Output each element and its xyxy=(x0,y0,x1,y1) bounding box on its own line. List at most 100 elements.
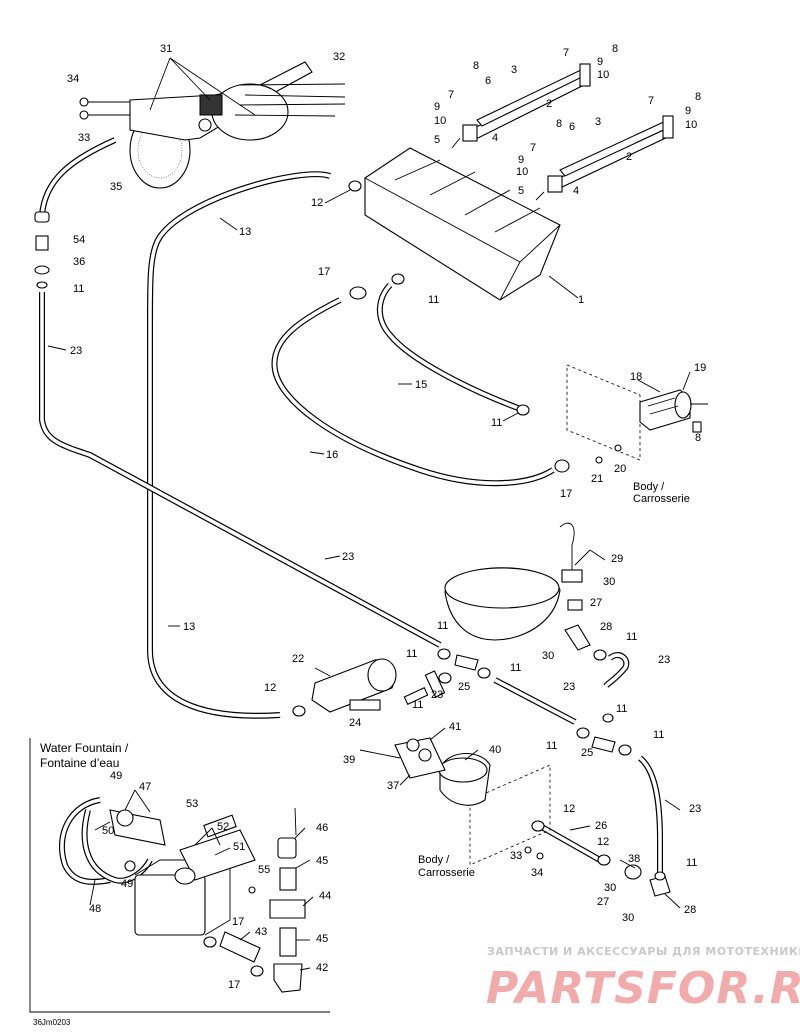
callout-c12c: 12 xyxy=(563,803,575,815)
inset-frame xyxy=(29,738,330,1013)
callout-c1: 1 xyxy=(578,294,584,306)
callout-c17c: 17 xyxy=(232,916,244,928)
callout-c8b: 8 xyxy=(473,60,479,72)
callout-c4a: 4 xyxy=(492,132,498,144)
callout-c11d: 11 xyxy=(437,620,448,632)
callout-c37: 37 xyxy=(387,780,399,792)
callout-c24: 24 xyxy=(349,717,361,729)
callout-c13a: 13 xyxy=(239,226,251,238)
callout-c30c: 30 xyxy=(604,882,616,894)
callout-c38: 38 xyxy=(628,853,640,865)
watermark-tagline: ЗАПЧАСТИ И АКСЕССУАРЫ ДЛЯ МОТОТЕХНИКИ xyxy=(487,945,800,958)
callout-c17b: 17 xyxy=(560,488,572,500)
callout-c46: 46 xyxy=(316,822,328,834)
callout-c34: 34 xyxy=(67,73,79,85)
callout-c23f: 23 xyxy=(689,803,701,815)
callout-c11h: 11 xyxy=(412,699,423,711)
callout-c25b: 25 xyxy=(581,747,593,759)
callout-c23d: 23 xyxy=(563,681,575,693)
callout-c10d: 10 xyxy=(516,166,528,178)
callout-c11k: 11 xyxy=(546,740,557,752)
callout-c30d: 30 xyxy=(622,912,634,924)
callout-c53: 53 xyxy=(186,798,198,810)
callout-c40: 40 xyxy=(489,744,501,756)
callout-c49b: 49 xyxy=(121,878,133,890)
callout-c31: 31 xyxy=(160,43,172,55)
callout-c28a: 28 xyxy=(600,621,612,633)
callout-c43: 43 xyxy=(255,926,267,938)
callout-c29: 29 xyxy=(611,553,623,565)
callout-c20: 20 xyxy=(614,463,626,475)
callout-c11j: 11 xyxy=(653,729,664,741)
callout-c11g: 11 xyxy=(510,662,521,674)
hoses xyxy=(39,137,663,885)
callout-c27a: 27 xyxy=(590,597,602,609)
watermark-brand: PARTSFOR.RU xyxy=(486,963,800,1014)
callout-c17a: 17 xyxy=(318,266,330,278)
callout-c7d: 7 xyxy=(530,142,536,154)
body-label-2-line1: Body / xyxy=(418,854,450,866)
callout-c11i: 11 xyxy=(616,703,627,715)
callout-c35: 35 xyxy=(110,181,122,193)
callout-c23c: 23 xyxy=(658,654,670,666)
callout-c49a: 49 xyxy=(110,770,122,782)
callout-c22: 22 xyxy=(292,653,304,665)
leader-lines xyxy=(47,189,691,971)
callout-c7a: 7 xyxy=(563,47,569,59)
drawing-code: 36Jm0203 xyxy=(33,1018,71,1027)
callout-c12b: 12 xyxy=(264,682,276,694)
callout-c6a: 6 xyxy=(485,75,491,87)
callout-c8a: 8 xyxy=(612,43,618,55)
callout-c47: 47 xyxy=(139,781,151,793)
callout-c9b: 9 xyxy=(434,101,440,113)
callout-c6b: 6 xyxy=(569,121,575,133)
callout-c28b: 28 xyxy=(684,904,696,916)
callout-c23b: 23 xyxy=(342,551,354,563)
callout-c36: 36 xyxy=(73,256,85,268)
callout-c10a: 10 xyxy=(597,69,609,81)
callout-c44: 44 xyxy=(319,890,331,902)
callout-c19: 19 xyxy=(694,362,706,374)
callout-c30b: 30 xyxy=(542,650,554,662)
callout-c32: 32 xyxy=(333,51,345,63)
callout-c33: 33 xyxy=(78,132,90,144)
callout-c9c: 9 xyxy=(685,105,691,117)
callout-c7b: 7 xyxy=(448,89,454,101)
body-label-2-line2: Carrosserie xyxy=(418,867,475,879)
callout-c11l: 11 xyxy=(686,857,697,869)
callout-c42: 42 xyxy=(316,962,328,974)
callout-c10c: 10 xyxy=(685,119,697,131)
callout-c8e: 8 xyxy=(695,432,701,444)
callout-c2b: 2 xyxy=(626,151,632,163)
callout-c34b: 34 xyxy=(531,867,543,879)
callout-c45b: 45 xyxy=(316,933,328,945)
callout-c8c: 8 xyxy=(695,91,701,103)
callout-c4b: 4 xyxy=(573,185,579,197)
callout-c21: 21 xyxy=(591,473,603,485)
body-label-1-line1: Body / xyxy=(633,481,665,493)
callout-c3b: 3 xyxy=(595,116,601,128)
callout-c9a: 9 xyxy=(597,56,603,68)
callout-c45a: 45 xyxy=(316,855,328,867)
callout-c23e: 23 xyxy=(431,689,443,701)
callout-c15: 15 xyxy=(415,379,427,391)
callout-c26: 26 xyxy=(595,820,607,832)
callout-c52: 52 xyxy=(217,821,229,833)
callout-c54: 54 xyxy=(73,234,85,246)
callout-c9d: 9 xyxy=(518,154,524,166)
callout-c5b: 5 xyxy=(518,185,524,197)
callout-c11e: 11 xyxy=(626,631,637,643)
callout-c50: 50 xyxy=(102,825,114,837)
callout-c10b: 10 xyxy=(434,115,446,127)
inset-title-line1: Water Fountain / xyxy=(40,741,129,755)
callout-c7c: 7 xyxy=(648,95,654,107)
callout-c16: 16 xyxy=(326,449,338,461)
callout-c13b: 13 xyxy=(183,621,195,633)
callout-c2a: 2 xyxy=(546,98,552,110)
callout-c41: 41 xyxy=(449,721,461,733)
callout-c17d: 17 xyxy=(228,979,240,991)
inset-title-line2: Fontaine d’eau xyxy=(40,756,119,770)
callout-c27b: 27 xyxy=(597,896,609,908)
